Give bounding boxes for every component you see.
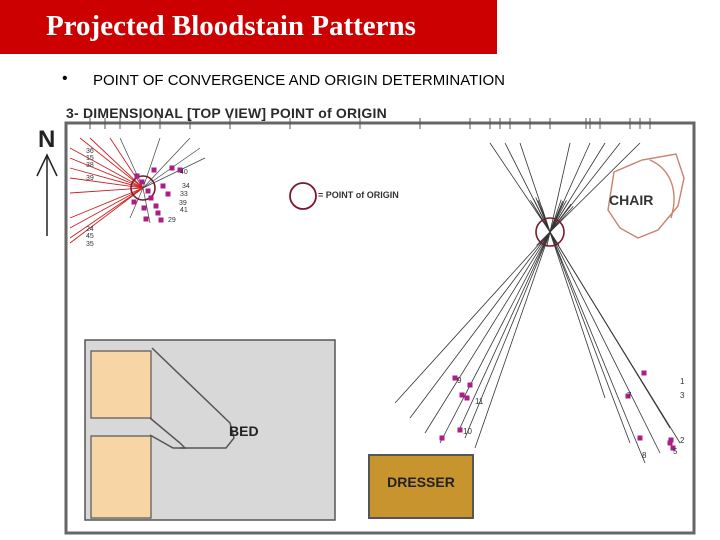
- right-stain-marker: [467, 382, 473, 388]
- right-stain-marker: [667, 440, 673, 446]
- left-origin-circle: [130, 175, 156, 201]
- right-stain-marker: [439, 435, 445, 441]
- left-stain-label: 39: [179, 200, 187, 207]
- right-string-line: [546, 142, 571, 246]
- dresser-label: DRESSER: [387, 474, 455, 490]
- left-stain-marker: [169, 165, 175, 171]
- right-stain-marker: [459, 392, 465, 398]
- origin-legend-circle: [289, 182, 317, 210]
- left-stain-label: 39: [86, 175, 94, 182]
- left-string-line: [69, 157, 144, 189]
- right-stain-label: 3: [680, 391, 685, 400]
- left-stain-label: 29: [168, 217, 176, 224]
- north-label: N: [38, 126, 56, 153]
- right-string-line: [541, 206, 606, 399]
- left-stain-marker: [148, 195, 154, 201]
- right-stain-label: 8: [642, 451, 647, 460]
- right-stain-markers: [439, 370, 676, 451]
- right-stain-marker: [641, 370, 647, 376]
- right-stain-marker: [668, 437, 674, 443]
- left-string-line: [69, 187, 144, 244]
- left-stain-marker: [165, 191, 171, 197]
- right-stain-label: 7: [627, 391, 632, 400]
- left-string-line: [79, 137, 144, 189]
- left-stain-label: 34: [182, 183, 190, 190]
- left-stain-marker: [141, 205, 147, 211]
- left-string-line: [69, 187, 144, 229]
- north-arrow-head: [36, 153, 58, 177]
- bed-sheet-fold-2: [151, 347, 235, 449]
- left-stain-marker: [151, 167, 157, 173]
- pillow-top: [90, 350, 152, 419]
- chair-outline: [607, 153, 685, 239]
- left-stain-marker: [145, 188, 151, 194]
- left-stain-label: 15: [86, 155, 94, 162]
- left-stain-label: 33: [180, 191, 188, 198]
- left-stain-marker: [160, 183, 166, 189]
- right-origin-circle: [535, 217, 565, 247]
- chair-inner-line: [649, 159, 675, 219]
- right-stain-marker: [464, 395, 470, 401]
- pillow-bottom: [90, 435, 152, 519]
- left-stain-marker: [158, 217, 164, 223]
- left-stain-marker: [134, 173, 140, 179]
- left-string-line: [69, 187, 144, 239]
- right-stain-marker: [670, 445, 676, 451]
- right-string-line: [459, 202, 564, 429]
- right-stain-label: 1: [680, 377, 685, 386]
- diagram-title: 3- DIMENSIONAL [TOP VIEW] POINT of ORIGI…: [66, 105, 387, 121]
- right-stain-marker: [637, 435, 643, 441]
- right-stain-marker: [625, 393, 631, 399]
- left-stain-label: 24: [86, 226, 94, 233]
- right-string-line: [533, 198, 661, 454]
- slide-title: Projected Bloodstain Patterns: [46, 10, 416, 42]
- bullet-marker: •: [62, 70, 68, 87]
- right-stain-label: 9: [457, 376, 462, 385]
- left-stain-marker: [177, 167, 183, 173]
- origin-legend-label: = POINT of ORIGIN: [318, 190, 399, 200]
- left-string-line: [69, 147, 144, 189]
- right-string-line: [439, 200, 567, 444]
- left-stain-marker: [155, 210, 161, 216]
- right-string-line: [409, 203, 572, 419]
- right-string-line: [424, 201, 570, 434]
- left-stain-markers: [131, 165, 183, 223]
- left-stain-marker: [143, 216, 149, 222]
- left-stain-marker: [153, 203, 159, 209]
- left-stain-marker: [131, 199, 137, 205]
- left-string-line: [142, 137, 161, 189]
- wall-tick-marks: [89, 118, 651, 129]
- right-stringing-lines: [394, 142, 681, 464]
- right-string-line: [394, 206, 574, 404]
- right-string-line: [474, 199, 562, 449]
- left-string-line: [109, 137, 144, 189]
- right-stain-label: 10: [463, 427, 472, 436]
- right-stain-marker: [452, 375, 458, 381]
- left-stain-label: 38: [86, 162, 94, 169]
- left-string-line: [119, 137, 144, 189]
- dresser-shape: [368, 454, 474, 519]
- chair-label: CHAIR: [609, 192, 654, 208]
- bed-label: BED: [229, 423, 259, 439]
- right-stain-label: 11: [475, 397, 484, 406]
- right-string-line: [530, 200, 681, 444]
- left-stain-label: 41: [180, 207, 188, 214]
- left-stain-label: 45: [86, 233, 94, 240]
- left-string-line: [69, 187, 144, 219]
- right-stain-label: 5: [673, 447, 678, 456]
- slide-bullet-text: POINT OF CONVERGENCE AND ORIGIN DETERMIN…: [93, 72, 505, 89]
- left-stain-label: 35: [86, 241, 94, 248]
- right-stain-label: 2: [680, 436, 685, 445]
- left-stain-label: 36: [86, 148, 94, 155]
- left-stain-marker: [139, 179, 145, 185]
- left-stain-label: 40: [180, 169, 188, 176]
- title-bar: [0, 0, 497, 54]
- right-stain-marker: [457, 427, 463, 433]
